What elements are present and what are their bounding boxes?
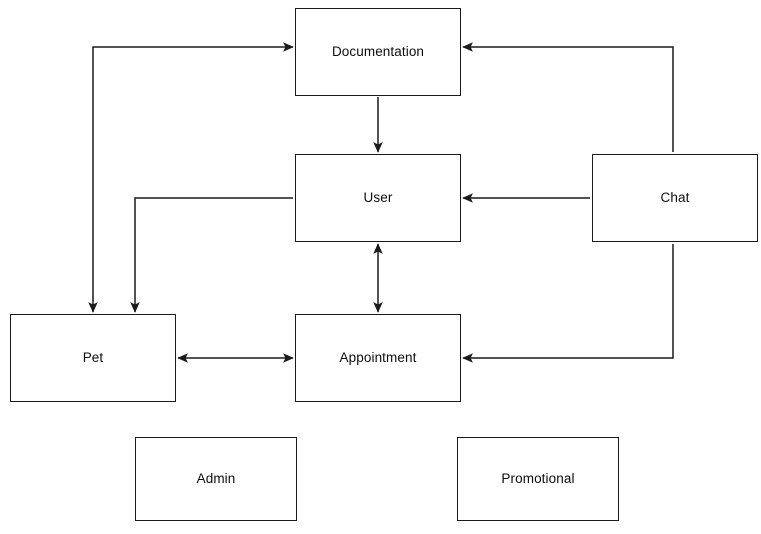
node-admin[interactable]: Admin: [135, 437, 297, 521]
edge-chat-documentation: [462, 42, 674, 152]
node-pet-label: Pet: [82, 350, 104, 366]
node-user[interactable]: User: [295, 154, 461, 242]
node-promotional[interactable]: Promotional: [457, 437, 619, 521]
node-appointment-label: Appointment: [339, 350, 417, 366]
node-documentation[interactable]: Documentation: [295, 8, 461, 96]
node-chat-label: Chat: [660, 190, 690, 206]
edge-chat-appointment: [462, 244, 674, 363]
node-appointment[interactable]: Appointment: [295, 314, 461, 402]
edge-documentation-pet: [88, 42, 294, 313]
node-chat[interactable]: Chat: [592, 154, 758, 242]
node-documentation-label: Documentation: [331, 44, 425, 60]
node-promotional-label: Promotional: [501, 471, 575, 487]
node-pet[interactable]: Pet: [10, 314, 176, 402]
node-admin-label: Admin: [196, 471, 236, 487]
edge-user-pet: [130, 197, 293, 313]
node-user-label: User: [363, 190, 393, 206]
